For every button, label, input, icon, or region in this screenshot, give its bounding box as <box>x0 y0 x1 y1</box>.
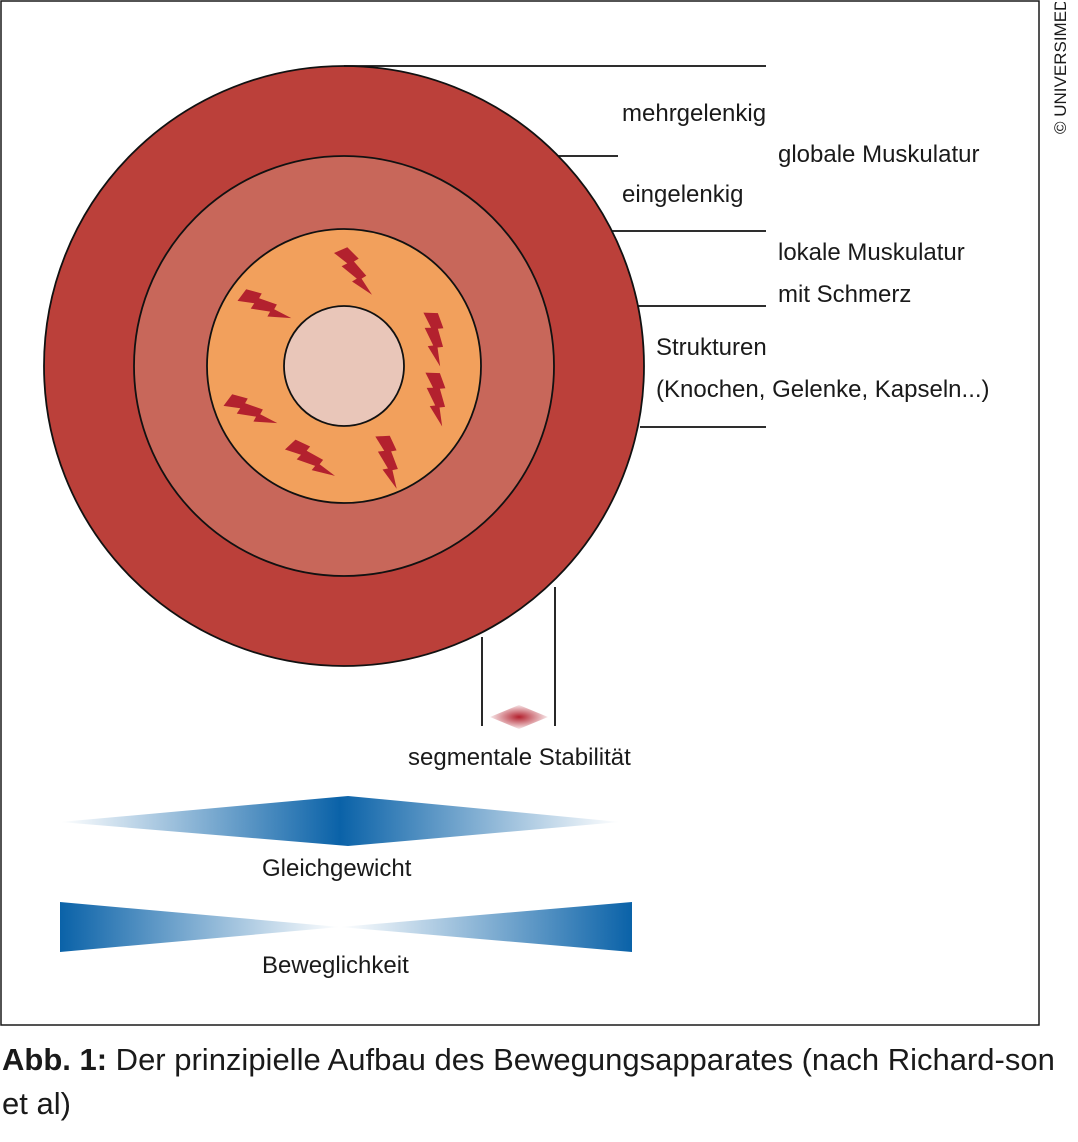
label-globale-muskulatur: globale Muskulatur <box>778 141 979 168</box>
label-eingelenkig: eingelenkig <box>622 181 743 208</box>
label-mehrgelenkig: mehrgelenkig <box>622 100 766 127</box>
figure-caption: Abb. 1: Der prinzipielle Aufbau des Bewe… <box>2 1038 1062 1126</box>
mobility-gradient-right <box>340 902 632 952</box>
label-strukturen: Strukturen <box>656 334 767 361</box>
label-segmentale-stabilitaet: segmentale Stabilität <box>408 744 631 771</box>
leader-lines <box>344 65 766 726</box>
label-strukturen-detail: (Knochen, Gelenke, Kapseln...) <box>656 376 990 403</box>
svg-text:© UNIVERSIMED: © UNIVERSIMED <box>1051 2 1070 134</box>
figure-frame <box>0 0 1040 1026</box>
caption-label: Abb. 1: <box>2 1042 108 1077</box>
copyright-credit: © UNIVERSIMED <box>1051 2 1070 134</box>
balance-gradient-shape <box>60 796 620 846</box>
mobility-gradient-left <box>60 902 340 952</box>
segmental-stability-diamond <box>490 705 548 729</box>
label-lokale-muskulatur: lokale Muskulatur <box>778 239 965 266</box>
caption-text: Der prinzipielle Aufbau des Bewegungsapp… <box>2 1042 1055 1121</box>
label-mit-schmerz: mit Schmerz <box>778 281 911 308</box>
core-structures <box>283 305 405 427</box>
label-gleichgewicht: Gleichgewicht <box>262 855 412 882</box>
label-beweglichkeit: Beweglichkeit <box>262 952 409 979</box>
